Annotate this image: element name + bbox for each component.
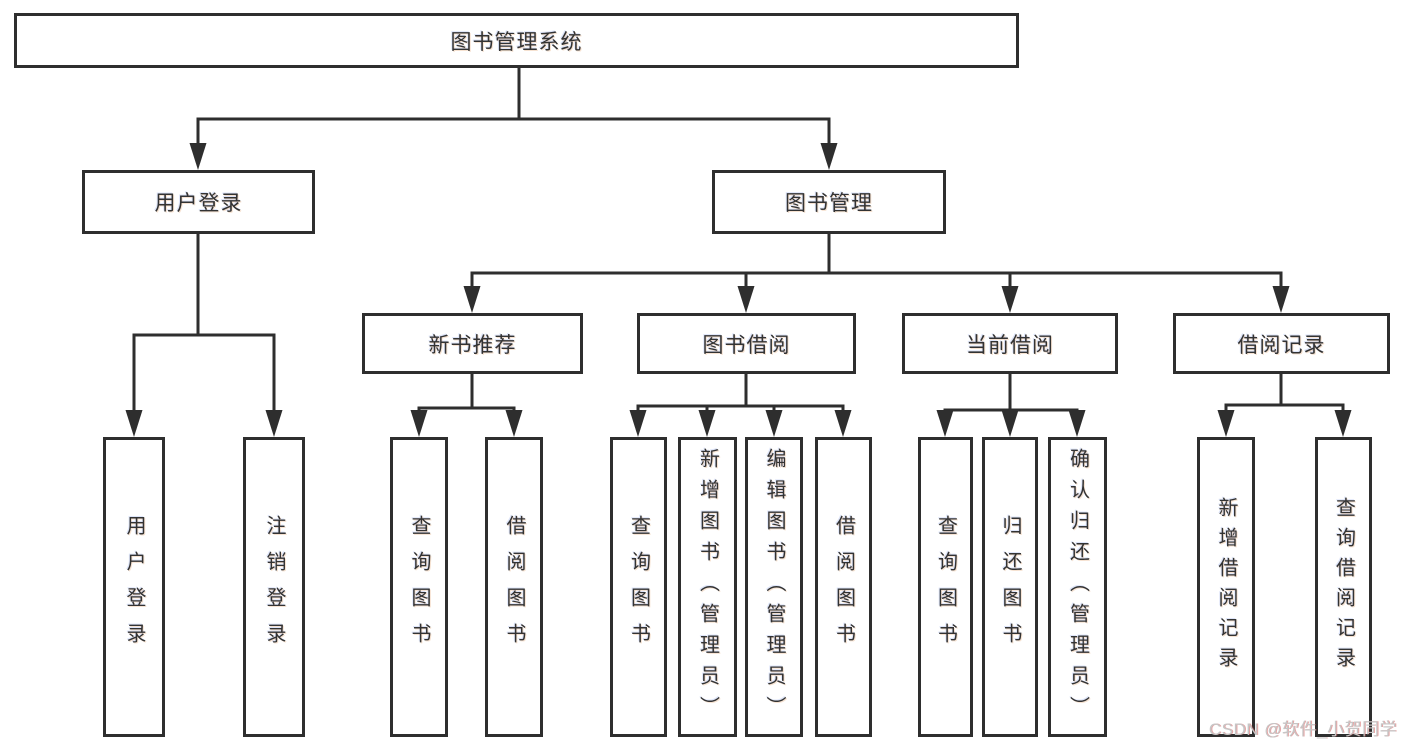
leaf-borrow-books-recommend-label: 借阅图书 — [503, 515, 525, 659]
leaf-edit-books-admin: 编辑图书（管理员） — [745, 437, 803, 737]
node-current-borrow: 当前借阅 — [902, 313, 1118, 374]
leaf-logout-login: 注销登录 — [243, 437, 305, 737]
node-user-login: 用户登录 — [82, 170, 315, 234]
leaf-return-books: 归还图书 — [982, 437, 1038, 737]
node-user-login-label: 用户登录 — [154, 192, 243, 215]
leaf-add-books-admin-label: 新增图书（管理员） — [696, 447, 719, 727]
leaf-logout-login-label: 注销登录 — [263, 515, 285, 659]
watermark: CSDN @软件_小贺同学 — [1208, 720, 1397, 739]
node-book-management: 图书管理 — [712, 170, 946, 234]
leaf-add-books-admin: 新增图书（管理员） — [678, 437, 737, 737]
leaf-query-books-borrow-label: 查询图书 — [627, 515, 650, 659]
leaf-query-books-current-label: 查询图书 — [934, 515, 957, 659]
leaf-query-borrow-record-label: 查询借阅记录 — [1332, 497, 1355, 677]
leaf-borrow-books-recommend: 借阅图书 — [485, 437, 543, 737]
node-book-management-label: 图书管理 — [785, 192, 873, 215]
node-book-borrow: 图书借阅 — [637, 313, 856, 374]
leaf-edit-books-admin-label: 编辑图书（管理员） — [763, 447, 785, 727]
node-current-borrow-label: 当前借阅 — [966, 333, 1054, 357]
leaf-confirm-return-admin-label: 确认归还（管理员） — [1066, 447, 1089, 727]
leaf-query-books-borrow: 查询图书 — [610, 437, 667, 737]
leaf-borrow-books-borrow: 借阅图书 — [815, 437, 872, 737]
leaf-add-borrow-record: 新增借阅记录 — [1197, 437, 1255, 737]
leaf-user-login-label: 用户登录 — [123, 515, 145, 659]
leaf-add-borrow-record-label: 新增借阅记录 — [1215, 497, 1237, 677]
node-root-label: 图书管理系统 — [450, 30, 583, 54]
node-book-borrow-label: 图书借阅 — [702, 333, 791, 357]
leaf-query-books-current: 查询图书 — [918, 437, 973, 737]
node-borrow-records-label: 借阅记录 — [1237, 333, 1326, 357]
leaf-user-login: 用户登录 — [103, 437, 165, 737]
leaf-confirm-return-admin: 确认归还（管理员） — [1048, 437, 1107, 737]
node-new-book-recommend-label: 新书推荐 — [428, 333, 517, 357]
leaf-query-books-recommend: 查询图书 — [390, 437, 448, 737]
leaf-return-books-label: 归还图书 — [999, 515, 1021, 659]
node-root: 图书管理系统 — [14, 13, 1019, 68]
leaf-borrow-books-borrow-label: 借阅图书 — [832, 515, 855, 659]
leaf-query-borrow-record: 查询借阅记录 — [1315, 437, 1372, 737]
leaf-query-books-recommend-label: 查询图书 — [408, 515, 430, 659]
node-borrow-records: 借阅记录 — [1173, 313, 1390, 374]
node-new-book-recommend: 新书推荐 — [362, 313, 583, 374]
